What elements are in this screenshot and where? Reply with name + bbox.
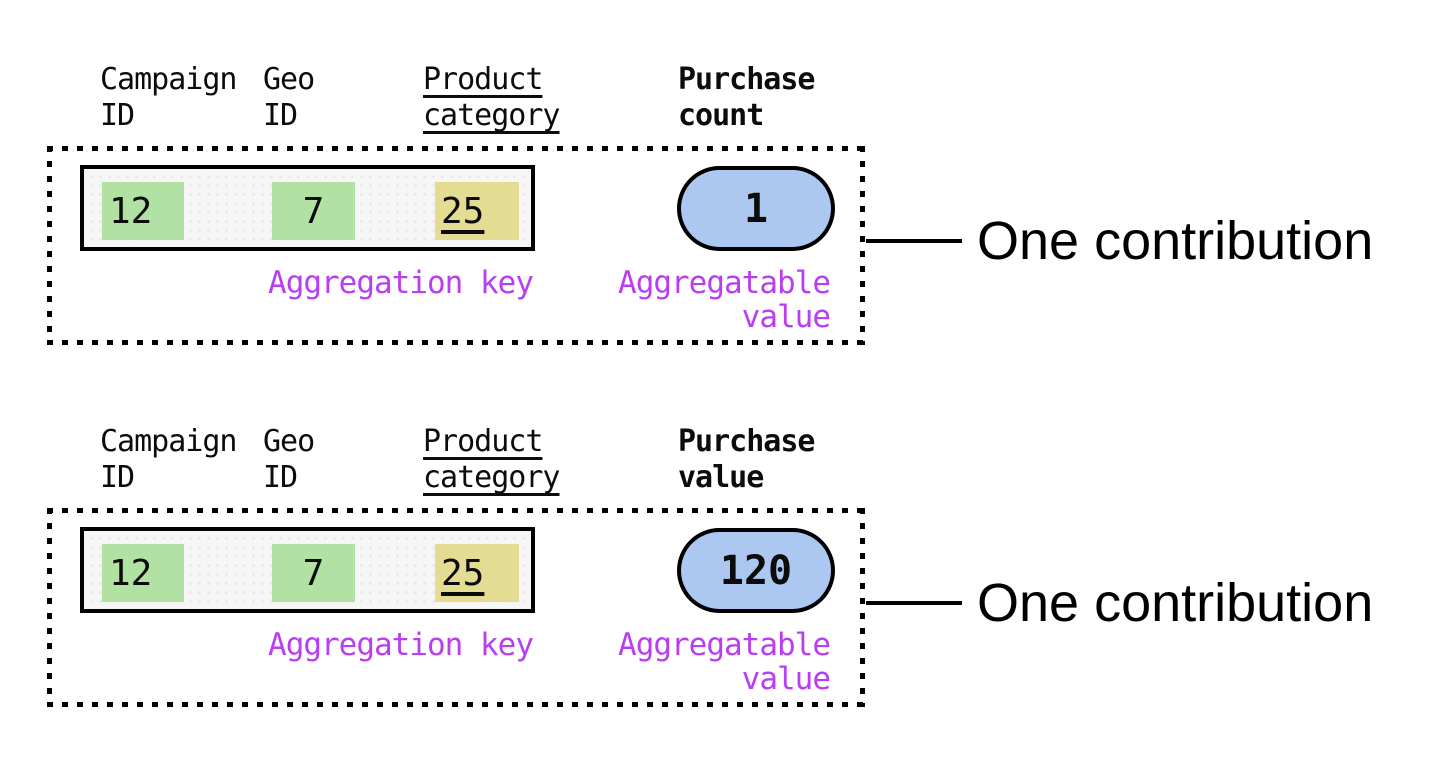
annotation-connector-line — [866, 239, 962, 243]
geo-id-value: 7 — [302, 190, 325, 232]
record-cell-product-category: 25 — [435, 182, 519, 240]
aggregatable-value-label: Aggregatable value — [618, 627, 831, 697]
product-category-value: 25 — [441, 552, 485, 594]
record-cell-geo-id: 7 — [272, 544, 355, 602]
record-cell-campaign-id: 12 — [102, 544, 184, 602]
annotation-connector-line — [866, 601, 962, 605]
column-header-campaign-id: Campaign ID — [100, 424, 238, 495]
column-header-product-category: Product category — [423, 62, 561, 133]
aggregatable-value-pill: 120 — [677, 528, 835, 613]
aggregatable-value-number: 1 — [743, 185, 769, 232]
aggregatable-value-number: 120 — [719, 547, 793, 594]
column-header-geo-id: Geo ID — [263, 62, 315, 133]
one-contribution-annotation: One contribution — [977, 211, 1374, 271]
one-contribution-annotation: One contribution — [977, 573, 1374, 633]
product-category-value: 25 — [441, 190, 485, 232]
contribution-panel-purchase-value: Campaign ID Geo ID Product category Purc… — [47, 424, 1437, 714]
campaign-id-value: 12 — [109, 552, 153, 594]
column-header-geo-id: Geo ID — [263, 424, 315, 495]
aggregation-key-label: Aggregation key — [268, 627, 534, 663]
record-cell-product-category: 25 — [435, 544, 519, 602]
campaign-id-value: 12 — [109, 190, 153, 232]
record-cell-geo-id: 7 — [272, 182, 355, 240]
column-header-product-category: Product category — [423, 424, 561, 495]
record-cell-campaign-id: 12 — [102, 182, 184, 240]
column-header-campaign-id: Campaign ID — [100, 62, 238, 133]
aggregation-key-label: Aggregation key — [268, 265, 534, 301]
aggregatable-value-label: Aggregatable value — [618, 265, 831, 335]
geo-id-value: 7 — [302, 552, 325, 594]
aggregatable-value-pill: 1 — [677, 166, 835, 251]
column-header-purchase-count: Purchase count — [678, 62, 816, 133]
contribution-panel-purchase-count: Campaign ID Geo ID Product category Purc… — [47, 62, 1437, 352]
column-header-purchase-value: Purchase value — [678, 424, 816, 495]
